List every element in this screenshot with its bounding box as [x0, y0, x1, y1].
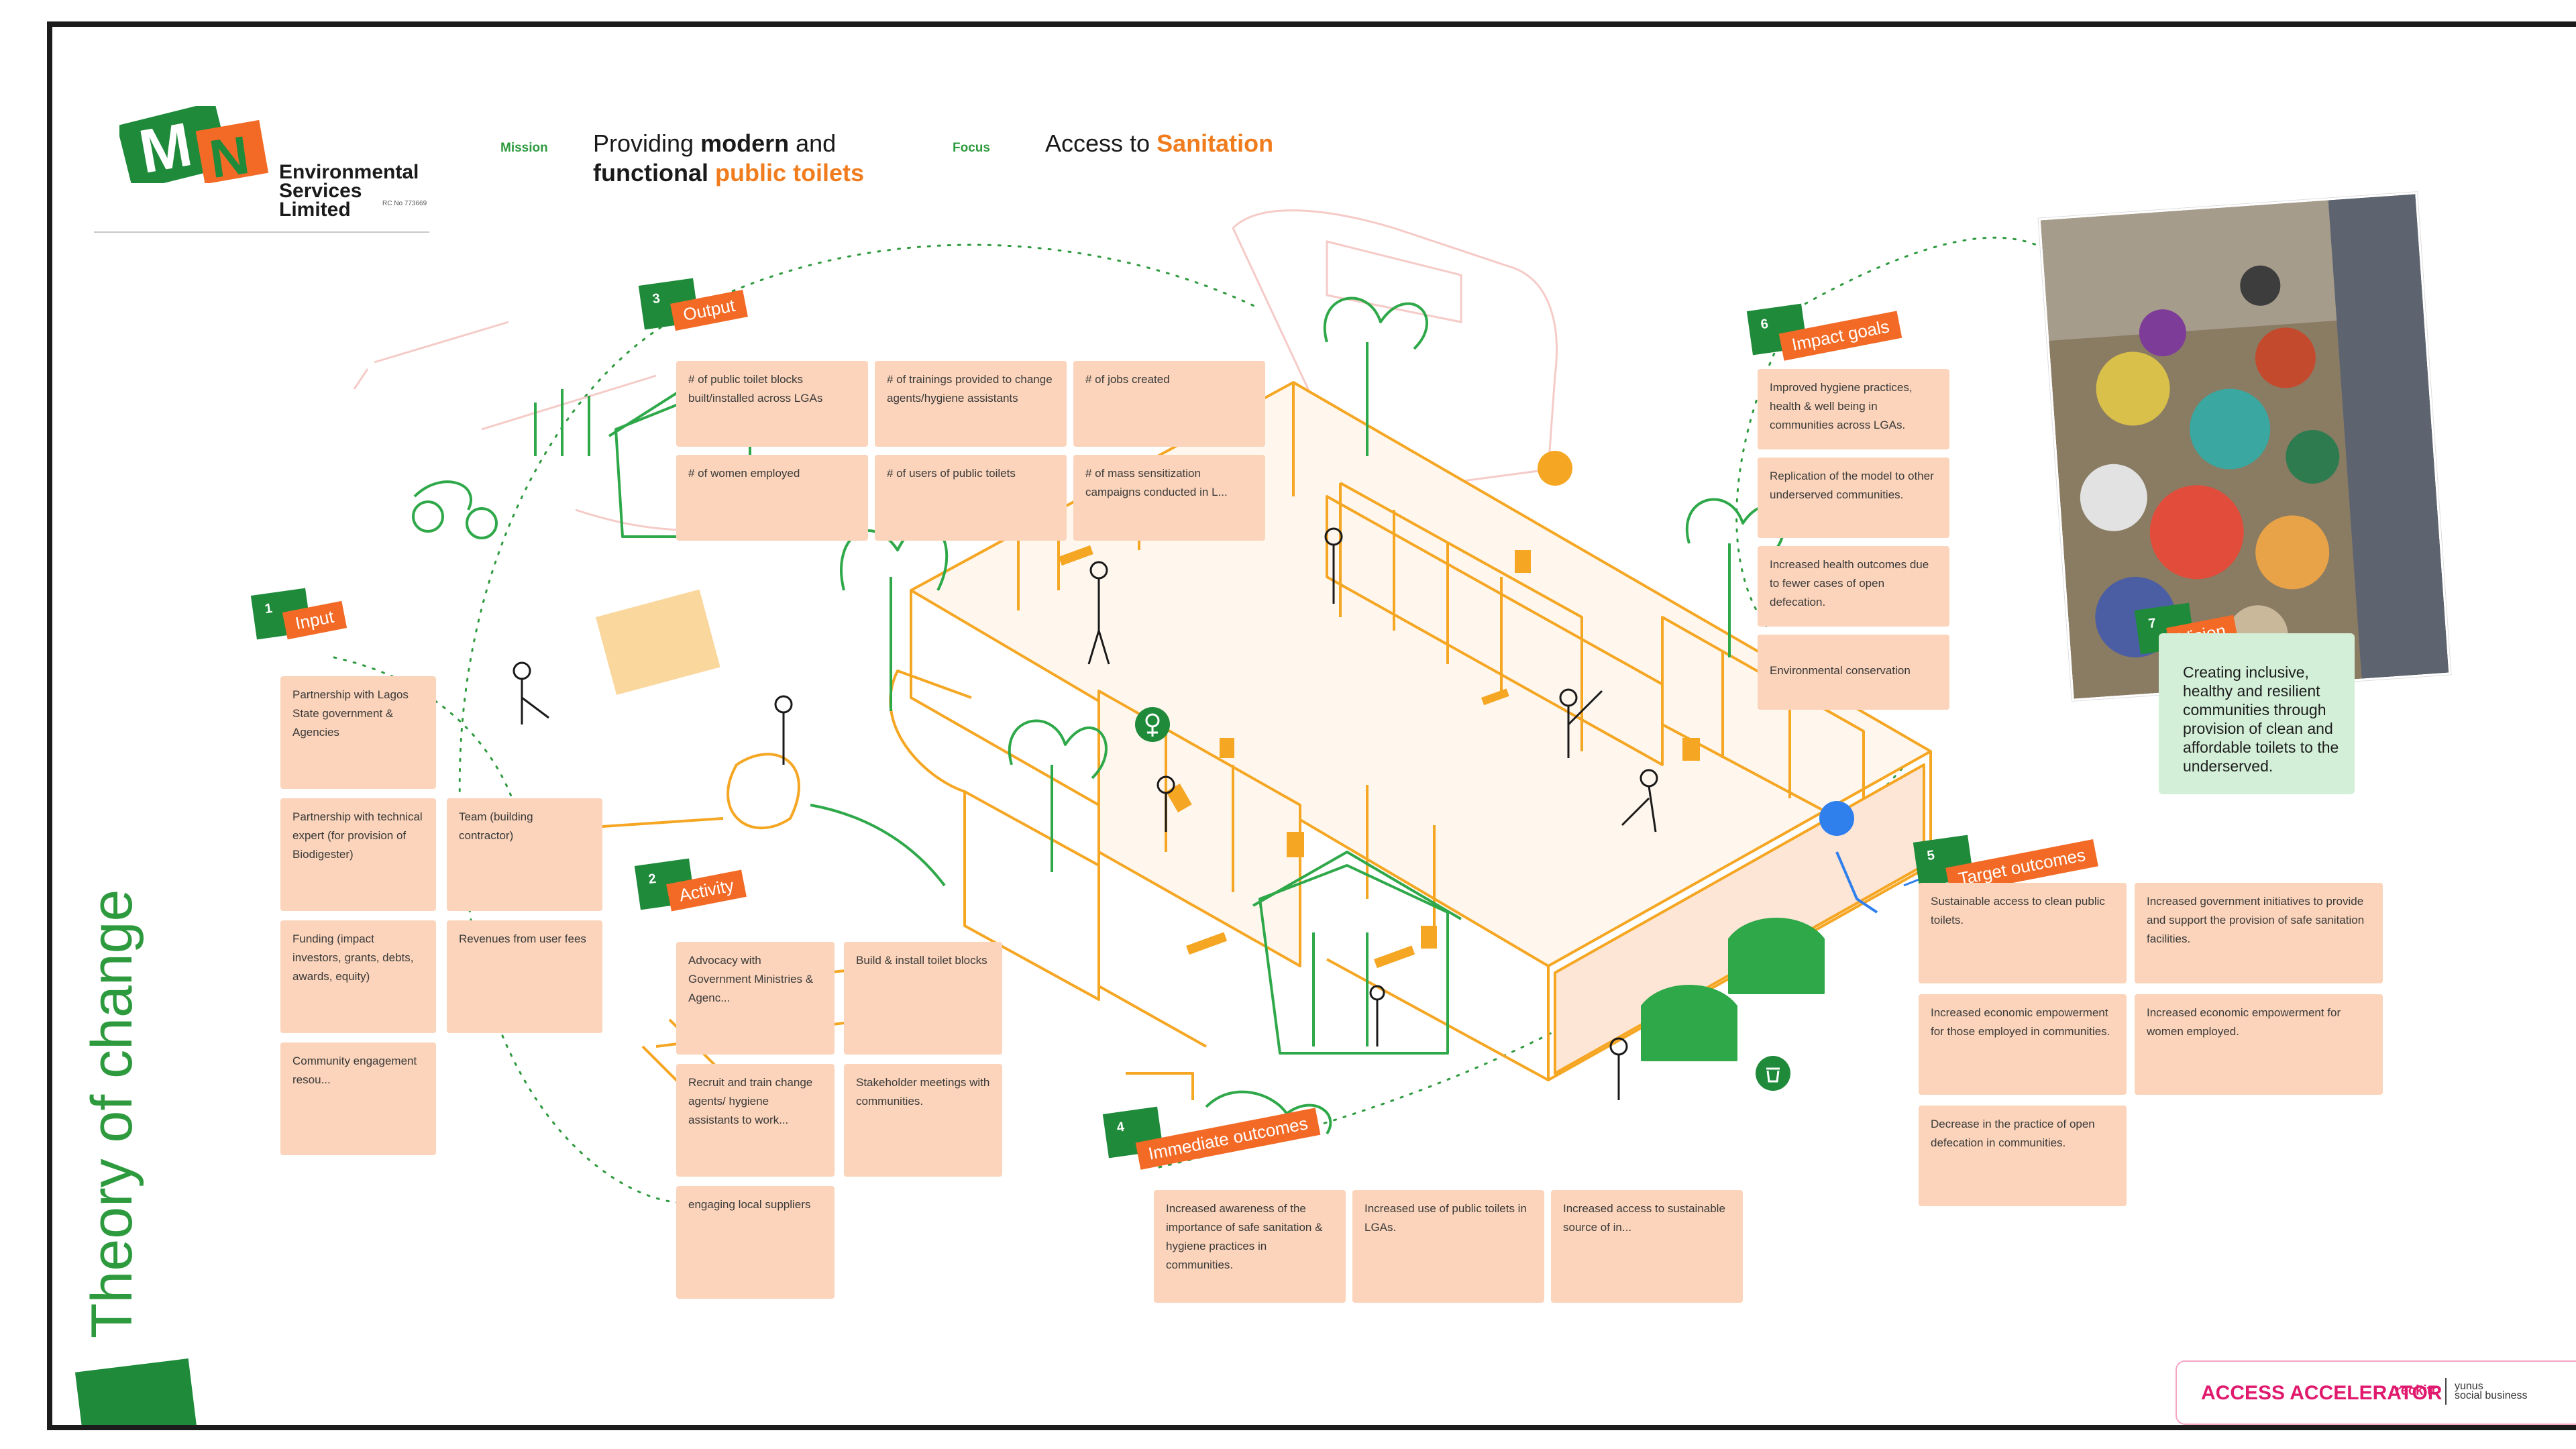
- mission-label: Mission: [500, 141, 548, 155]
- female-sign-icon: [1135, 707, 1170, 742]
- svg-text:N: N: [206, 125, 253, 183]
- flow-path-impact-down: [1735, 307, 1798, 632]
- tree-sketch-4: [1008, 719, 1108, 872]
- target-outcome-box: Sustainable access to clean public toile…: [1919, 883, 2127, 983]
- orange-dot: [1538, 451, 1572, 486]
- trash-icon: [1756, 1056, 1790, 1091]
- access-accelerator-logo: ACCESS ACCELERATOR: [2201, 1382, 2443, 1404]
- vision-box: Creating inclusive, healthy and resilien…: [2159, 633, 2355, 794]
- header-divider: [94, 231, 429, 233]
- output-box: # of users of public toilets: [875, 455, 1067, 541]
- logo-separator: [2445, 1378, 2447, 1405]
- partner-logos: ACCESS ACCELERATOR reckitt yunus social …: [2176, 1360, 2576, 1425]
- bin-sketch-1: [1641, 985, 1737, 1061]
- vehicle-window-sketch: [1326, 240, 1462, 323]
- input-box: Funding (impact investors, grants, debts…: [280, 920, 436, 1033]
- activity-box: Advocacy with Government Ministries & Ag…: [676, 942, 835, 1055]
- impact-goal-box: Increased health outcomes due to fewer c…: [1758, 546, 1949, 627]
- poster: M N Environmental Services Limited RC No…: [47, 21, 2576, 1430]
- people-sketch: [534, 389, 590, 456]
- vehicle-sketch: [1232, 209, 1558, 484]
- output-box: # of jobs created: [1073, 361, 1265, 447]
- blue-pointer: [1835, 851, 1878, 914]
- input-box: Partnership with Lagos State government …: [280, 676, 436, 789]
- impact-goal-box: Environmental conservation: [1758, 635, 1949, 710]
- flow-path-input: [458, 321, 724, 1204]
- activity-box: Build & install toilet blocks: [844, 942, 1002, 1055]
- market-photo: [2038, 192, 2451, 701]
- bin-sketch-2: [1728, 918, 1825, 994]
- output-box: # of trainings provided to change agents…: [875, 361, 1067, 447]
- blue-dot: [1819, 801, 1854, 836]
- target-outcome-box: Increased economic empowerment for those…: [1919, 994, 2127, 1095]
- target-outcome-box: Increased government initiatives to prov…: [2135, 883, 2383, 983]
- immediate-outcome-box: Increased access to sustainable source o…: [1551, 1190, 1743, 1303]
- company-logo: M N Environmental Services Limited RC No…: [119, 79, 468, 220]
- input-box: Community engagement resou...: [280, 1042, 436, 1155]
- mission-text: Providing modern and functional public t…: [593, 129, 864, 186]
- output-box: # of women employed: [676, 455, 868, 541]
- impact-goal-box: Replication of the model to other unders…: [1758, 458, 1949, 538]
- activity-box: Recruit and train change agents/ hygiene…: [676, 1064, 835, 1177]
- flow-path-output: [668, 244, 1261, 323]
- kiosk-sketch-front: [1258, 864, 1449, 1055]
- activity-box: engaging local suppliers: [676, 1186, 835, 1299]
- cyclist-sketch: [413, 480, 472, 511]
- output-box: # of mass sensitization campaigns conduc…: [1073, 455, 1265, 541]
- green-icons: [1135, 707, 1790, 1091]
- company-reg: RC No 773669: [382, 200, 427, 207]
- immediate-outcome-box: Increased awareness of the importance of…: [1154, 1190, 1346, 1303]
- tree-sketch-2: [1323, 297, 1428, 456]
- impact-goal-box: Improved hygiene practices, health & wel…: [1758, 369, 1949, 449]
- company-name: Environmental Services Limited: [279, 161, 419, 221]
- background-line-sketch: [353, 321, 657, 431]
- output-box: # of public toilet blocks built/installe…: [676, 361, 868, 447]
- target-outcome-box: Decrease in the practice of open defecat…: [1919, 1106, 2127, 1206]
- focus-label: Focus: [953, 141, 990, 155]
- flow-path-impact: [1795, 236, 2073, 310]
- activity-box: Stakeholder meetings with communities.: [844, 1064, 1002, 1177]
- page-title: Theory of change: [80, 889, 144, 1338]
- orange-accents: [596, 511, 1700, 969]
- target-outcome-box: Increased economic empowerment for women…: [2135, 994, 2383, 1095]
- yunus-logo: yunus social business: [2455, 1381, 2528, 1401]
- people-figures: [513, 527, 1658, 1100]
- market-photo-image: [2040, 194, 2449, 699]
- flow-path-outcomes: [1158, 750, 1919, 1169]
- input-box: Revenues from user fees: [447, 920, 602, 1033]
- svg-text:M: M: [134, 110, 197, 183]
- input-box: Partnership with technical expert (for p…: [280, 798, 436, 911]
- immediate-outcome-box: Increased use of public toilets in LGAs.: [1352, 1190, 1544, 1303]
- mn-logo-icon: M N: [119, 106, 269, 183]
- reckitt-logo: reckitt: [2396, 1383, 2436, 1398]
- tree-sketch-1: [840, 523, 949, 711]
- input-box: Team (building contractor): [447, 798, 602, 911]
- focus-text: Access to Sanitation: [1045, 129, 1274, 157]
